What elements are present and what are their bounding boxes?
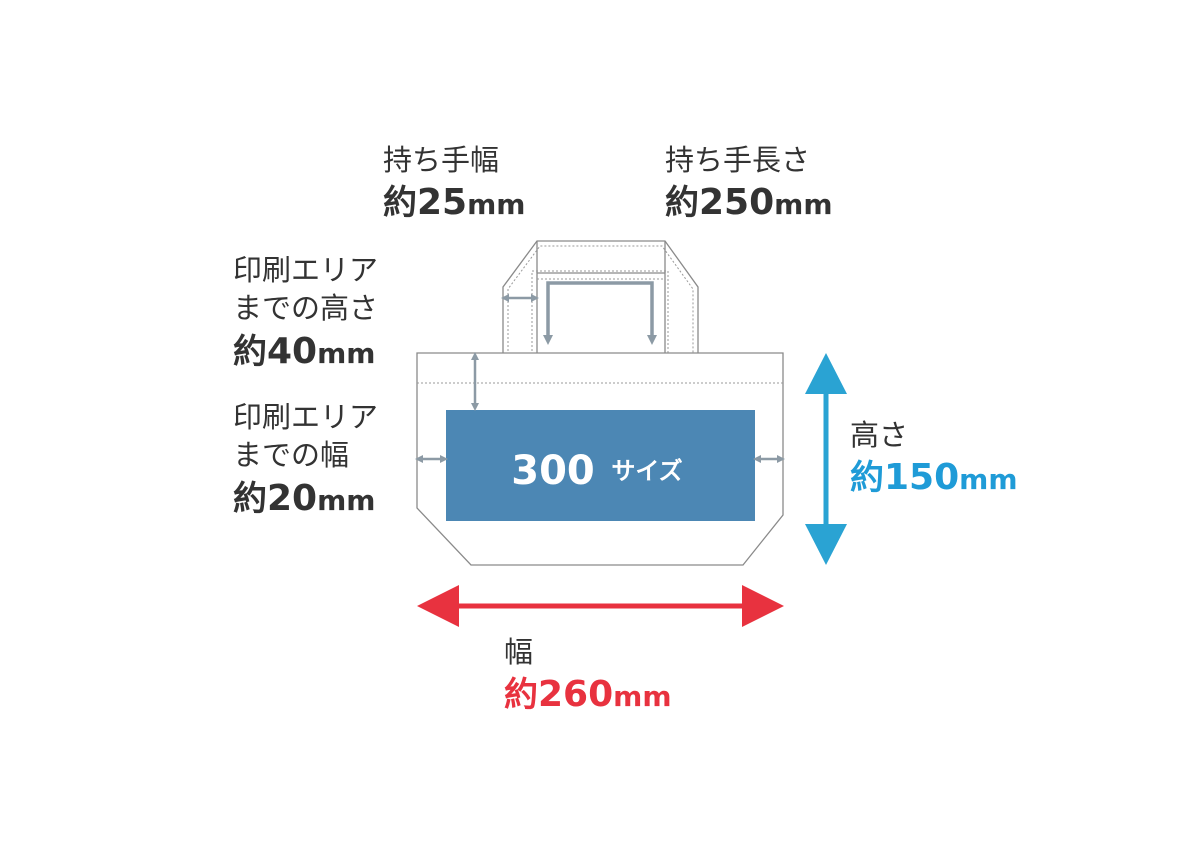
- print-side-value: 約20mm: [233, 475, 378, 523]
- bag-width-label: 幅 約260mm: [504, 633, 672, 719]
- print-top-unit: mm: [317, 336, 376, 370]
- bag-height-number: 150: [884, 457, 960, 499]
- handle-width-prefix: 約: [383, 183, 417, 224]
- print-side-prefix: 約: [233, 478, 267, 519]
- print-top-prefix: 約: [233, 331, 267, 372]
- print-side-caption-line2: までの幅: [233, 438, 350, 473]
- print-top-distance-label: 印刷エリア までの高さ 約40mm: [233, 251, 378, 375]
- handle-stitch-lines: [507, 245, 694, 355]
- handle-length-caption: 持ち手長さ: [665, 143, 811, 177]
- print-side-unit: mm: [317, 483, 376, 517]
- bag-height-unit: mm: [959, 463, 1018, 497]
- print-top-caption-line2: までの高さ: [233, 291, 379, 326]
- handle-length-value: 約250mm: [665, 179, 833, 227]
- handle-width-number: 25: [417, 182, 468, 224]
- print-top-number: 40: [267, 330, 318, 372]
- bag-width-prefix: 約: [504, 675, 538, 716]
- handle-length-arrow: [543, 281, 657, 345]
- handle-width-label: 持ち手幅 約25mm: [383, 141, 525, 227]
- handle-length-unit: mm: [774, 188, 833, 222]
- bag-height-prefix: 約: [850, 458, 884, 499]
- bag-width-arrow: [417, 585, 784, 627]
- print-side-number: 20: [267, 477, 318, 519]
- handle-width-value: 約25mm: [383, 179, 525, 227]
- print-area-size-number: 300: [511, 448, 595, 494]
- print-area: 300 サイズ: [446, 410, 755, 521]
- bag-height-label: 高さ 約150mm: [850, 416, 1018, 502]
- handle-length-number: 250: [699, 182, 775, 224]
- print-side-distance-label: 印刷エリア までの幅 約20mm: [233, 398, 378, 522]
- bag-width-unit: mm: [613, 680, 672, 714]
- print-top-value: 約40mm: [233, 328, 378, 376]
- bag-width-value: 約260mm: [504, 671, 672, 719]
- print-area-size-text: サイズ: [611, 457, 682, 485]
- bag-width-caption: 幅: [504, 635, 534, 669]
- bag-height-value: 約150mm: [850, 454, 1018, 502]
- handle-length-label: 持ち手長さ 約250mm: [665, 141, 833, 227]
- handle-width-caption: 持ち手幅: [383, 143, 500, 177]
- print-side-caption-line1: 印刷エリア: [233, 400, 379, 434]
- bag-height-caption: 高さ: [850, 418, 909, 452]
- bag-height-arrow: [805, 353, 847, 565]
- handle-length-prefix: 約: [665, 183, 699, 224]
- print-top-caption-line1: 印刷エリア: [233, 253, 379, 287]
- handle-width-unit: mm: [467, 188, 526, 222]
- bag-width-number: 260: [538, 674, 614, 716]
